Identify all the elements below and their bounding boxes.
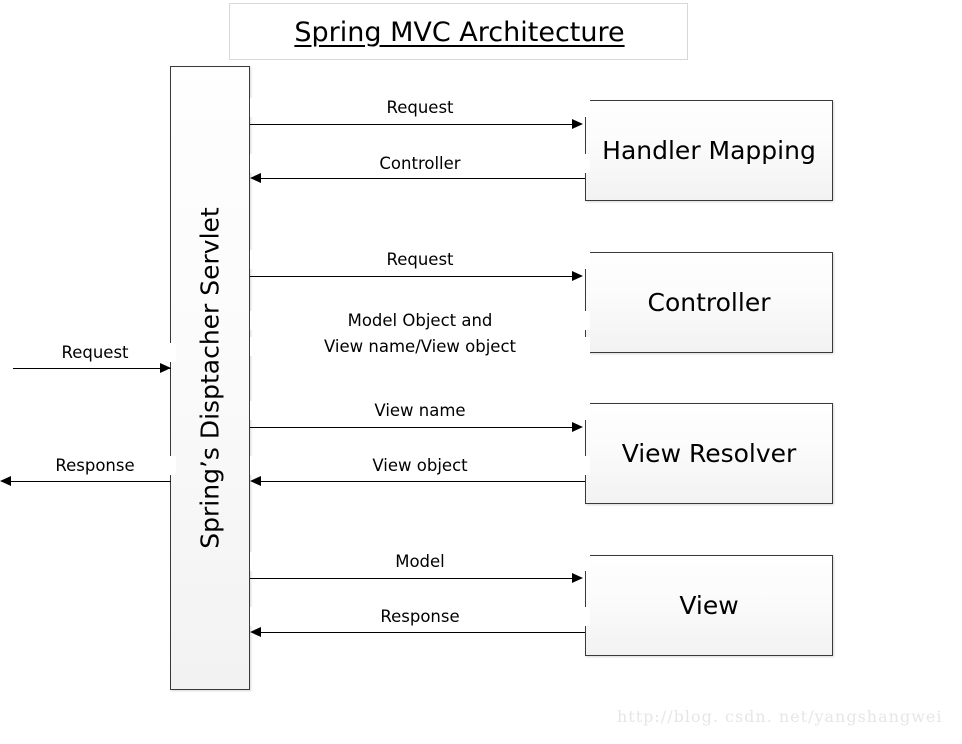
arrow-from-view-label: Response [250,607,590,626]
arrow-to-controller-head [572,271,583,281]
arrow-to-handler-mapping-line [250,124,574,125]
arrow-to-handler-mapping-label: Request [250,98,590,117]
arrow-from-handler-mapping-line [252,178,585,179]
arrow-external-request-head [160,363,171,373]
arrow-to-view-head [572,573,583,583]
watermark-text: http://blog. csdn. net/yangshangwei [617,707,943,726]
arrow-from-controller-label-line2: View name/View object [250,337,590,356]
arrow-to-handler-mapping-head [572,119,583,129]
node-controller[interactable]: Controller [585,252,833,353]
arrow-to-view-line [250,578,574,579]
node-view-label: View [679,591,739,620]
arrow-from-controller-label-line1: Model Object and [250,311,590,330]
arrow-from-handler-mapping-head [250,173,261,183]
node-view[interactable]: View [585,555,833,656]
node-view-resolver-label: View Resolver [621,439,797,468]
arrow-to-controller-label: Request [250,250,590,269]
arrow-from-view-head [250,627,261,637]
diagram-title-box: Spring MVC Architecture [229,3,688,60]
arrow-external-response-line [2,481,171,482]
arrow-external-request-label: Request [14,343,176,362]
page-title: Spring MVC Architecture [294,17,625,48]
arrow-external-response-label: Response [14,456,176,475]
arrow-from-handler-mapping-label: Controller [250,154,590,173]
arrow-to-view-resolver-label: View name [250,401,590,420]
arrow-from-view-resolver-label: View object [250,456,590,475]
node-view-resolver[interactable]: View Resolver [585,403,833,504]
arrow-external-request-line [13,368,171,369]
node-controller-label: Controller [647,288,771,317]
arrow-to-view-label: Model [250,552,590,571]
arrow-to-view-resolver-head [572,422,583,432]
node-dispatcher-servlet-label: Spring’s Disptacher Servlet [195,207,225,549]
node-handler-mapping[interactable]: Handler Mapping [585,100,833,201]
arrow-external-response-head [0,476,11,486]
arrow-from-view-resolver-line [252,481,585,482]
arrow-from-view-resolver-head [250,476,261,486]
arrow-to-view-resolver-line [250,427,574,428]
node-dispatcher-servlet[interactable]: Spring’s Disptacher Servlet [170,66,250,690]
arrow-to-controller-line [250,276,574,277]
arrow-from-view-line [252,632,585,633]
node-handler-mapping-label: Handler Mapping [602,136,816,165]
